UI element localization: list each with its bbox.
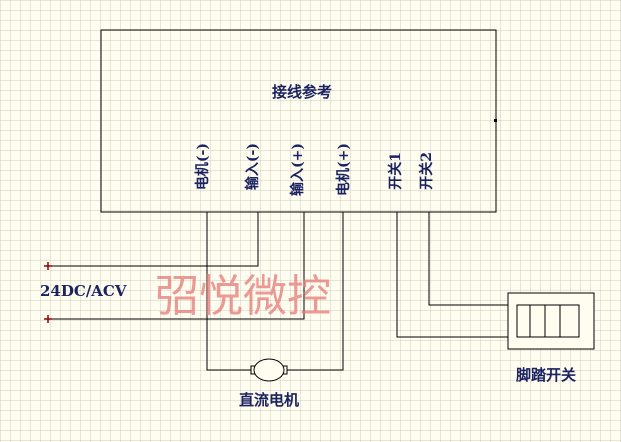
controller-box-edge-mark xyxy=(494,119,497,122)
wire-power-top xyxy=(48,212,259,267)
watermark: 弨悦微控 xyxy=(155,271,331,322)
wire-power-bottom xyxy=(48,212,305,320)
terminal-label-switch-2: 开关2 xyxy=(418,152,435,190)
power-supply-label: 24DC/ACV xyxy=(40,282,127,300)
terminal-label-motor-plus: 电机(+) xyxy=(335,143,352,196)
terminal-label-input-minus: 输入(-) xyxy=(244,143,261,190)
motor-label: 直流电机 xyxy=(239,391,299,409)
wire-motor-minus xyxy=(206,212,253,371)
wire-motor-plus xyxy=(285,212,344,371)
power-terminal-top-icon xyxy=(44,262,52,270)
power-terminal-bottom-icon xyxy=(44,315,52,323)
foot-switch-icon xyxy=(507,292,595,350)
terminal-label-motor-minus: 电机(-) xyxy=(194,143,211,190)
dc-motor-icon xyxy=(250,358,288,382)
wire-switch-1 xyxy=(396,212,517,338)
terminal-label-input-plus: 输入(+) xyxy=(289,143,306,196)
wire-switch-2 xyxy=(428,212,517,306)
controller-title: 接线参考 xyxy=(272,83,332,101)
foot-switch-label: 脚踏开关 xyxy=(516,366,576,384)
terminal-label-switch-1: 开关1 xyxy=(387,152,404,190)
